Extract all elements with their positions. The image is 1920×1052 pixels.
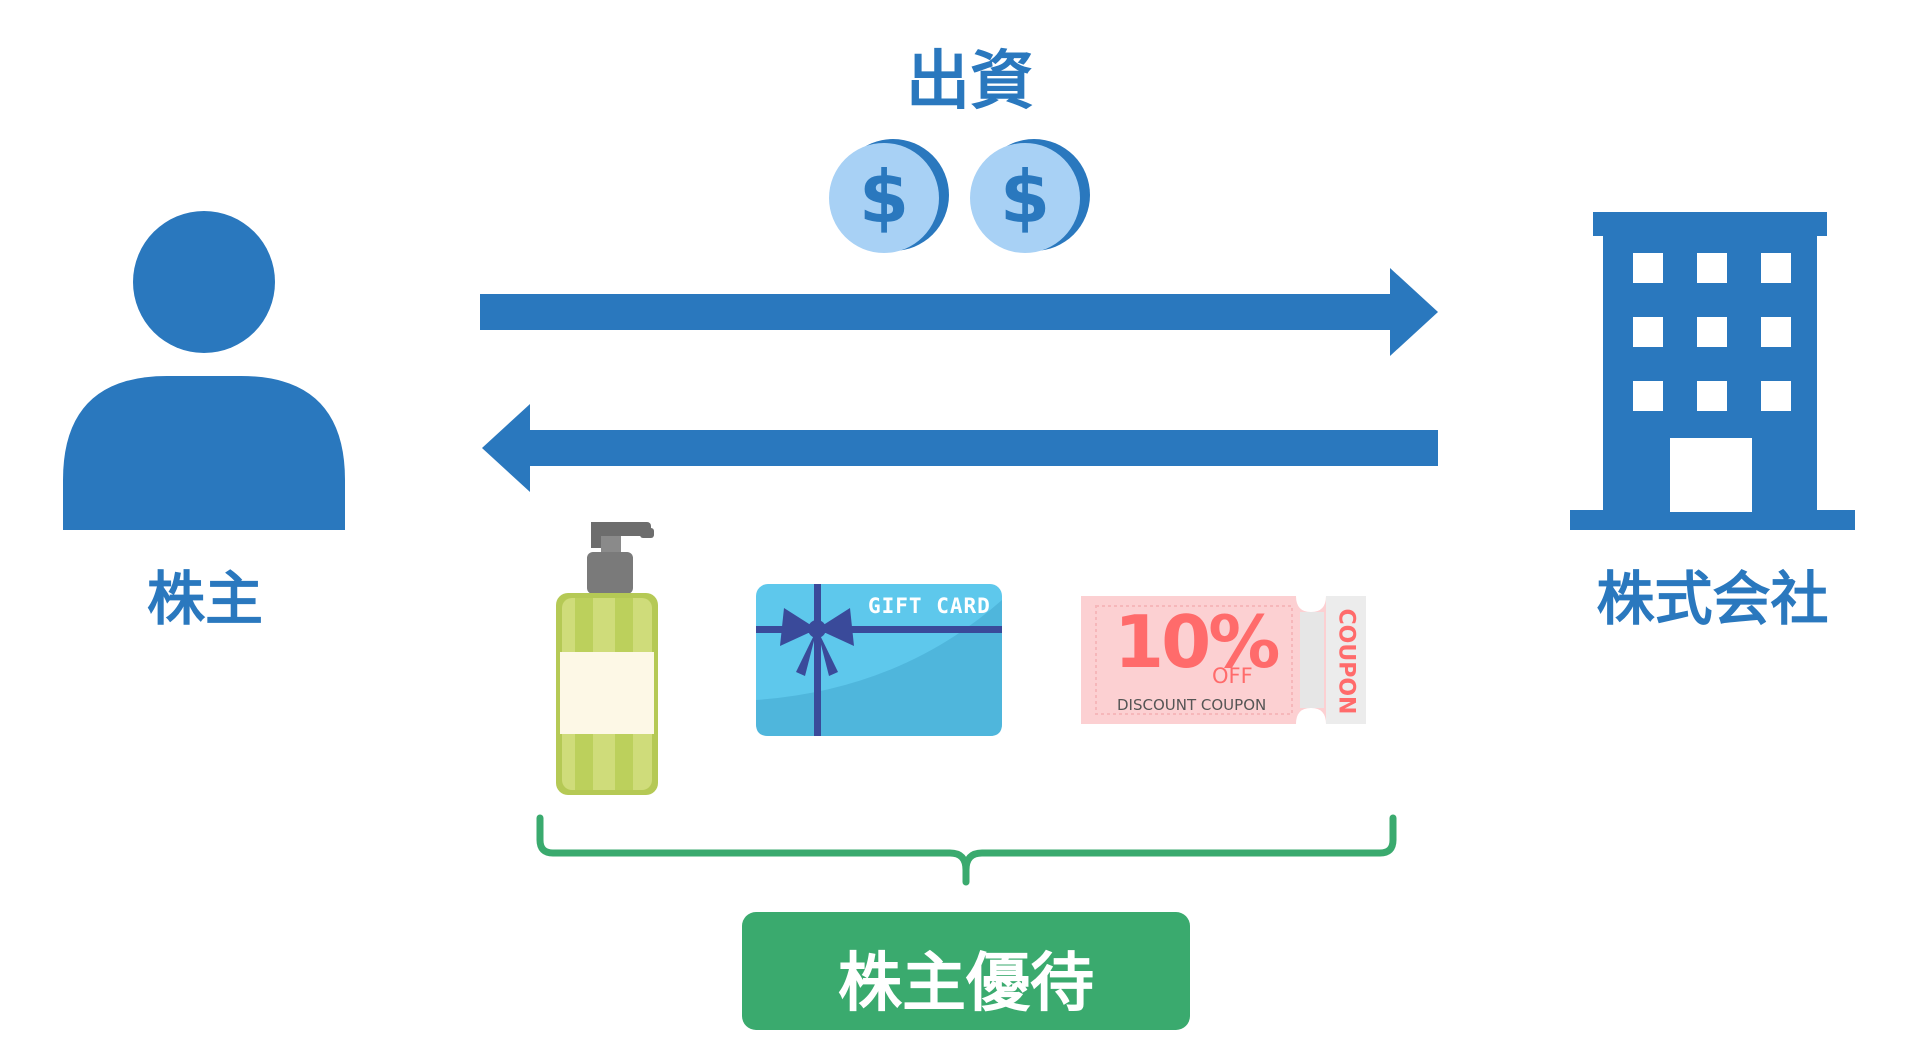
pump-bottle-icon (556, 522, 658, 795)
benefits-label-box (742, 912, 1190, 1030)
coupon-side-text: COUPON (1333, 608, 1359, 715)
investment-arrow (480, 268, 1438, 356)
gift-card-text: GIFT CARD (868, 594, 991, 618)
benefits-arrow (482, 404, 1438, 492)
benefits-label: 株主優待 (838, 947, 1094, 1021)
investment-label: 出資 (906, 45, 1034, 119)
svg-text:$: $ (1000, 155, 1050, 239)
building-icon (1570, 212, 1855, 530)
coupon-percent: 10% (1114, 600, 1280, 684)
dollar-coin-icon: $ (970, 139, 1090, 253)
shareholder-label: 株主 (146, 565, 263, 633)
person-icon (63, 211, 345, 530)
gift-card-icon (756, 584, 1002, 736)
benefits-brace (536, 814, 1397, 886)
company-label: 株式会社 (1596, 565, 1829, 633)
dollar-coin-icon: $ (829, 139, 949, 253)
svg-text:$: $ (859, 155, 909, 239)
coupon-off: OFF (1212, 664, 1253, 688)
coupon-icon (1081, 596, 1366, 724)
coupon-discount-text: DISCOUNT COUPON (1117, 696, 1267, 714)
